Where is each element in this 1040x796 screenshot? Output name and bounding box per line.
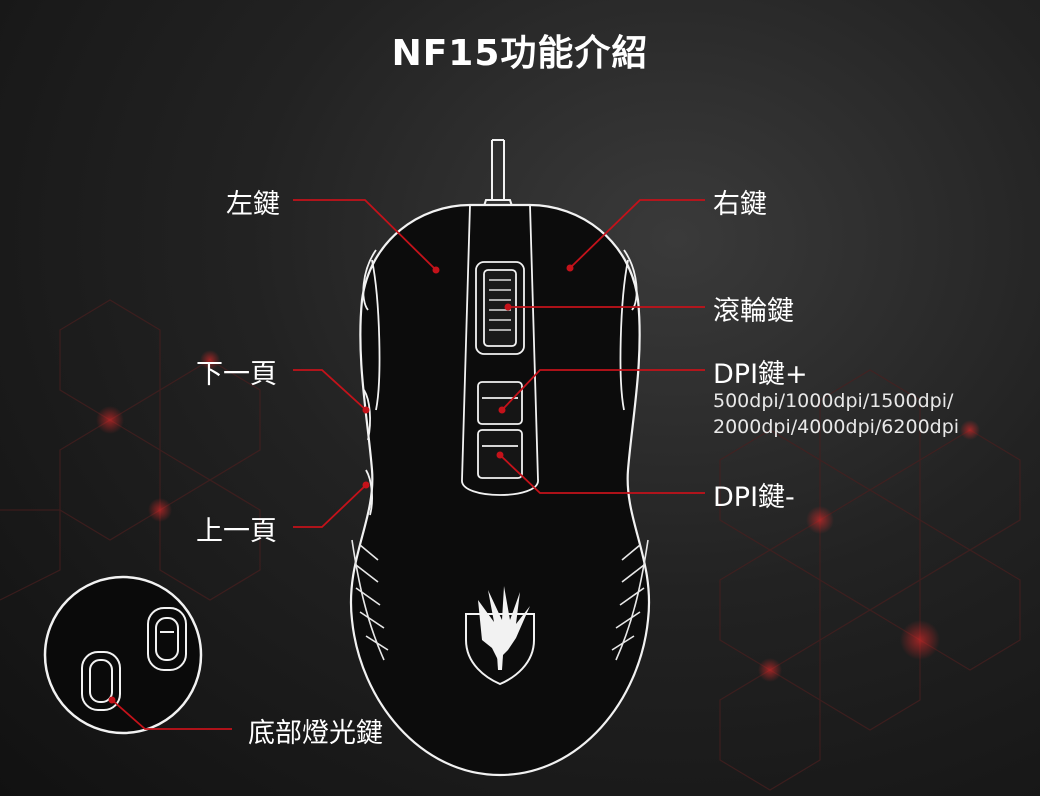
dpi-down-label: DPI鍵- (713, 482, 795, 513)
eagle-logo-icon (465, 586, 535, 686)
side-grips (351, 539, 649, 661)
scroll-wheel (475, 261, 525, 355)
callout-dots (108, 264, 574, 704)
dpi-levels-line1: 500dpi/1000dpi/1500dpi/ (713, 390, 954, 412)
dpi-levels-line2: 2000dpi/4000dpi/6200dpi (713, 416, 960, 438)
bottom-view-inset (43, 575, 203, 735)
mouse-body (349, 203, 651, 777)
callout-lines (111, 199, 705, 730)
scroll-wheel-label: 滾輪鍵 (713, 296, 794, 327)
page-back-label: 上一頁 (196, 516, 277, 547)
side-page-buttons (363, 389, 373, 516)
page-forward-label: 下一頁 (196, 359, 277, 390)
left-button-label: 左鍵 (226, 189, 280, 220)
page-title: NF15功能介紹 (391, 33, 649, 74)
mouse-seams (362, 204, 638, 496)
mouse-cable (480, 139, 516, 213)
right-button-label: 右鍵 (713, 189, 767, 220)
hex-grid-glows (96, 350, 980, 682)
bottom-light-label: 底部燈光鍵 (248, 718, 383, 749)
dpi-up-label: DPI鍵+ (713, 359, 808, 390)
